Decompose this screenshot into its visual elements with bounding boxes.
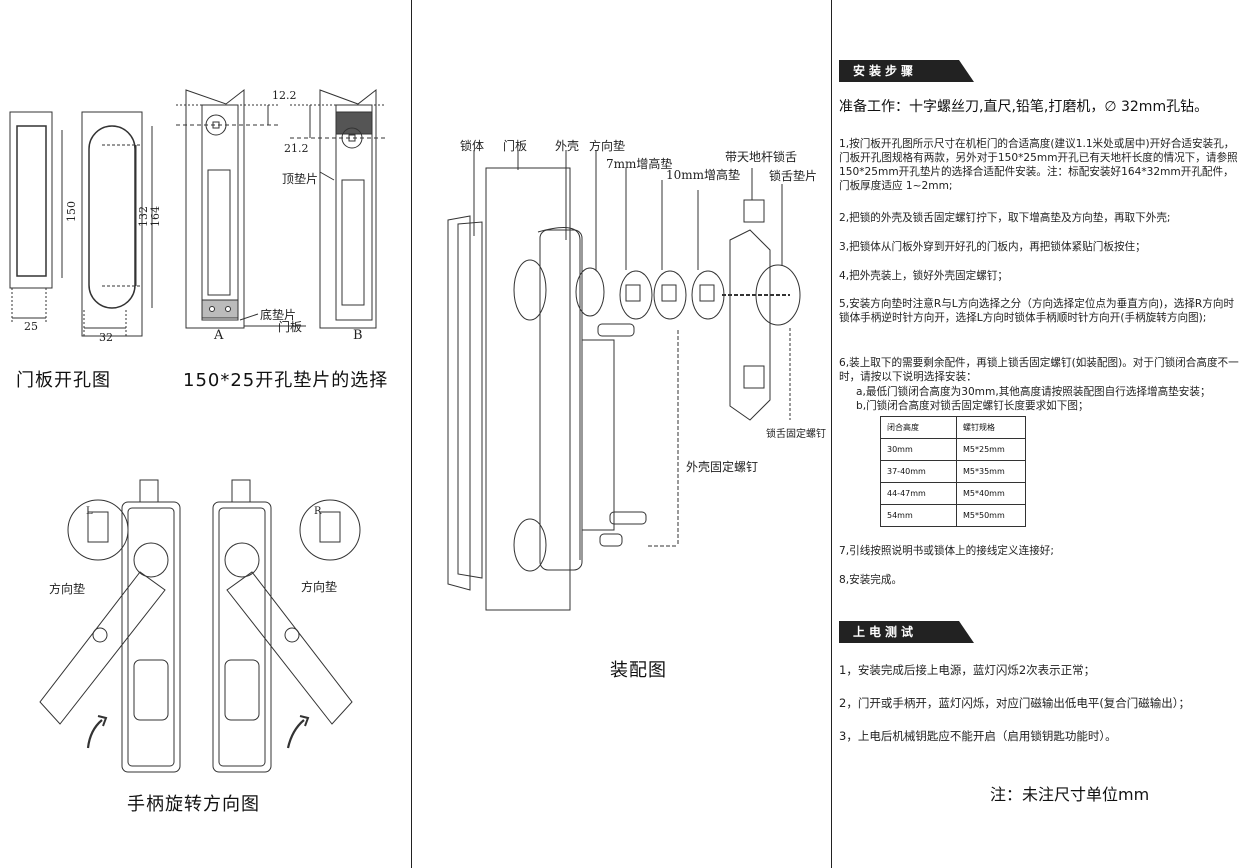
label-mid-door-panel: 门板 bbox=[503, 139, 528, 153]
step-6: 6,装上取下的需要剩余配件，再锁上锁舌固定螺钉(如装配图)。对于门锁闭合高度不一… bbox=[839, 357, 1239, 383]
table-cell: 44-47mm bbox=[880, 482, 957, 505]
label-direction-pad: 方向垫 bbox=[589, 139, 626, 153]
power-step-1: 1，安装完成后接上电源，蓝灯闪烁2次表示正常； bbox=[839, 663, 1096, 677]
label-tongue-pad: 锁舌垫片 bbox=[769, 169, 818, 183]
label-b: B bbox=[353, 328, 363, 343]
step-2: 2,把锁的外壳及锁舌固定螺钉拧下，取下增高垫及方向垫，再取下外壳; bbox=[839, 212, 1171, 224]
step-6a: a,最低门锁闭合高度为30mm,其他高度请按照装配图自行选择增高垫安装； bbox=[856, 386, 1211, 398]
table-cell: 37-40mm bbox=[880, 460, 957, 483]
letter-l: L bbox=[86, 506, 93, 517]
table-header-cell: 闭合高度 bbox=[880, 416, 957, 439]
cutout-caption: 门板开孔图 bbox=[16, 370, 111, 391]
label-rod-tongue: 带天地杆锁舌 bbox=[725, 150, 798, 164]
dim-12-2: 12.2 bbox=[272, 89, 297, 102]
table-cell: M5*25mm bbox=[956, 438, 1026, 461]
label-top-pad: 顶垫片 bbox=[282, 172, 319, 186]
table-row: 44-47mm M5*40mm bbox=[880, 482, 1026, 505]
install-steps-title: 安装步骤 bbox=[853, 64, 918, 78]
table-cell: 30mm bbox=[880, 438, 957, 461]
pad-selection-drawing bbox=[176, 88, 386, 329]
table-row: 30mm M5*25mm bbox=[880, 438, 1026, 461]
install-steps-banner: 安装步骤 bbox=[839, 60, 974, 82]
dim-150: 150 bbox=[65, 201, 78, 222]
label-housing: 外壳 bbox=[555, 139, 580, 153]
handle-rotation-drawing bbox=[39, 479, 361, 773]
table-cell: M5*40mm bbox=[956, 482, 1026, 505]
table-header-row: 闭合高度 螺钉规格 bbox=[880, 416, 1026, 439]
step-3: 3,把锁体从门板外穿到开好孔的门板内，再把锁体紧贴门板按住； bbox=[839, 241, 1146, 253]
assembly-caption: 装配图 bbox=[610, 660, 667, 681]
step-7: 7,引线按照说明书或锁体上的接线定义连接好; bbox=[839, 545, 1054, 557]
table-cell: M5*50mm bbox=[956, 504, 1026, 527]
step-4: 4,把外壳装上，锁好外壳固定螺钉； bbox=[839, 270, 1009, 282]
power-test-title: 上电测试 bbox=[853, 625, 918, 639]
step-5: 5,安装方向垫时注意R与L方向选择之分（方向选择定位点为垂直方向)，选择R方向时… bbox=[839, 298, 1235, 324]
label-housing-screw: 外壳固定螺钉 bbox=[686, 460, 759, 474]
label-direction-pad-right: 方向垫 bbox=[301, 580, 338, 594]
label-a: A bbox=[214, 328, 224, 343]
divider-right bbox=[831, 0, 832, 868]
assembly-drawing bbox=[447, 150, 801, 611]
power-step-3: 3，上电后机械钥匙应不能开启（启用锁钥匙功能时）。 bbox=[839, 729, 1117, 743]
power-step-2: 2，门开或手柄开，蓝灯闪烁，对应门磁输出低电平(复合门磁输出）； bbox=[839, 696, 1191, 710]
table-cell: M5*35mm bbox=[956, 460, 1026, 483]
unit-note: 注：未注尺寸单位mm bbox=[990, 785, 1150, 804]
screw-spec-table: 闭合高度 螺钉规格 30mm M5*25mm 37-40mm M5*35mm 4… bbox=[880, 416, 1026, 527]
prep-text: 准备工作：十字螺丝刀,直尺,铅笔,打磨机，∅ 32mm孔钻。 bbox=[839, 99, 1209, 115]
rotation-caption: 手柄旋转方向图 bbox=[127, 794, 260, 815]
dim-164: 164 bbox=[149, 206, 162, 227]
label-tongue-screw: 锁舌固定螺钉 bbox=[766, 429, 826, 440]
table-row: 37-40mm M5*35mm bbox=[880, 460, 1026, 483]
label-pad-10mm: 10mm增高垫 bbox=[666, 168, 741, 182]
step-1: 1,按门板开孔图所示尺寸在机柜门的合适高度(建议1.1米处或居中)开好合适安装孔… bbox=[839, 138, 1238, 192]
label-bottom-pad: 底垫片 bbox=[260, 308, 297, 322]
divider-left bbox=[411, 0, 412, 868]
step-6b: b,门锁闭合高度对锁舌固定螺钉长度要求如下图； bbox=[856, 400, 1089, 412]
dim-32: 32 bbox=[99, 331, 113, 344]
label-direction-pad-left: 方向垫 bbox=[49, 582, 86, 596]
dim-25: 25 bbox=[24, 320, 38, 333]
power-test-banner: 上电测试 bbox=[839, 621, 974, 643]
dim-21-2: 21.2 bbox=[284, 142, 309, 155]
table-row: 54mm M5*50mm bbox=[880, 504, 1026, 527]
letter-r: R bbox=[314, 506, 322, 517]
table-cell: 54mm bbox=[880, 504, 957, 527]
step-8: 8,安装完成。 bbox=[839, 574, 903, 586]
table-header-cell: 螺钉规格 bbox=[956, 416, 1026, 439]
label-pad-7mm: 7mm增高垫 bbox=[606, 157, 673, 171]
label-lock-body: 锁体 bbox=[460, 139, 485, 153]
cutout-drawing bbox=[9, 111, 153, 337]
label-door-panel: 门板 bbox=[278, 320, 303, 334]
pad-caption: 150*25开孔垫片的选择 bbox=[183, 370, 389, 391]
